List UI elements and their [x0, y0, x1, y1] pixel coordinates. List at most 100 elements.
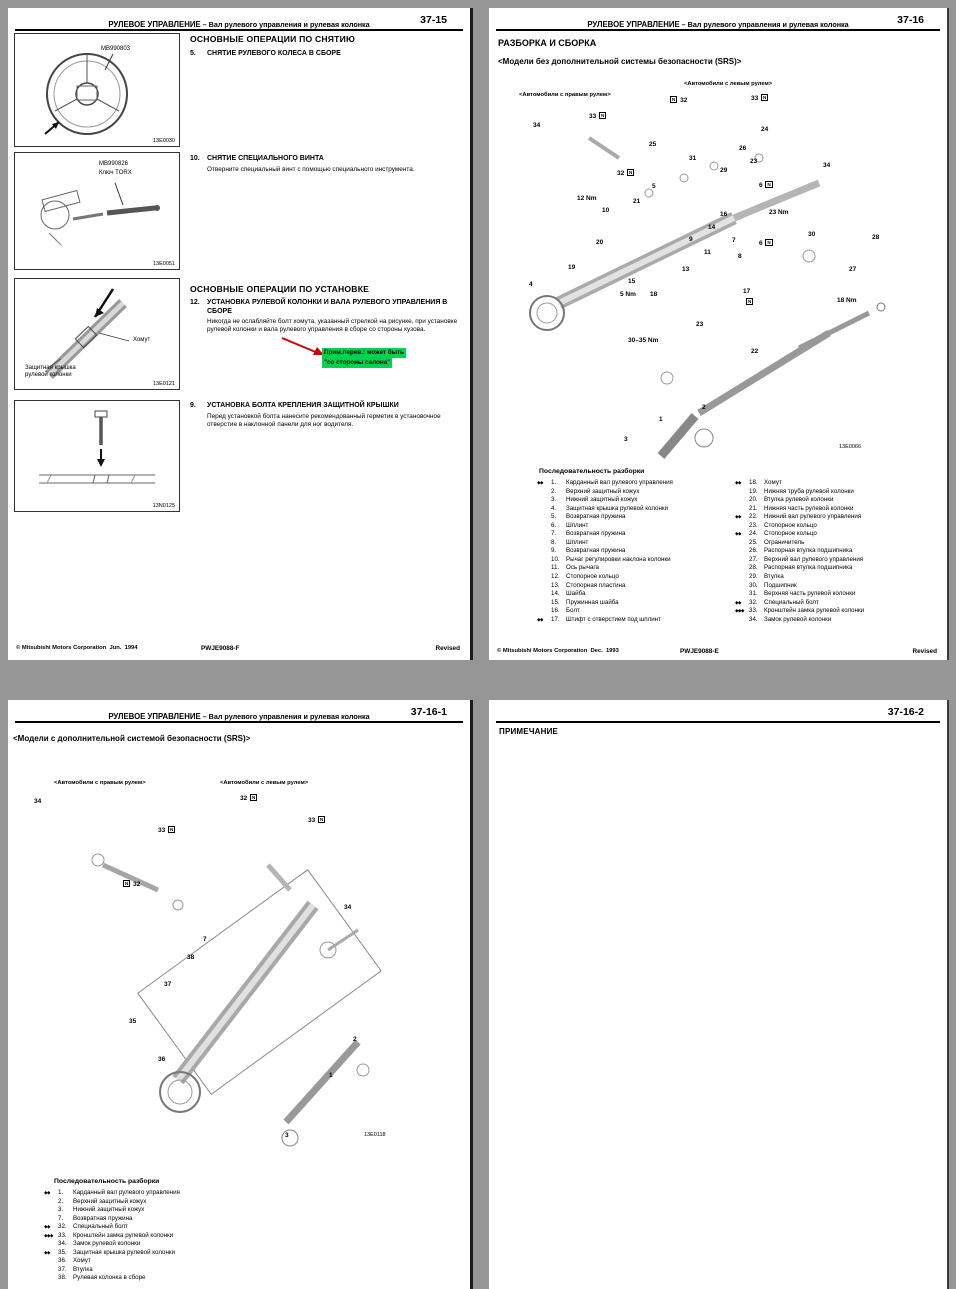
document-number: PWJE9088-F [201, 645, 240, 652]
part-callout: 2 [702, 404, 706, 411]
column-clamp-sketch [45, 288, 130, 379]
part-callout: 1 [329, 1072, 333, 1079]
part-callout: 20 [596, 239, 604, 246]
sequence-item: 3.Нижний защитный кожух [551, 496, 638, 504]
part-callout: 37 [164, 981, 172, 988]
page-header: РУЛЕВОЕ УПРАВЛЕНИЕ – Вал рулевого управл… [15, 706, 463, 723]
document-number: PWJE9088-E [680, 648, 719, 655]
part-callout: 7 [203, 936, 207, 943]
part-callout: 22 [751, 348, 759, 355]
part-callout: 19 [568, 264, 576, 271]
sequence-item: 30.Подшипник [749, 581, 797, 589]
sequence-item: 29.Втулка [749, 573, 784, 581]
part-callout: N [746, 298, 754, 305]
part-callout: 26 [739, 145, 747, 152]
sequence-item: 34.Замок рулевой колонки [749, 615, 832, 623]
part-callout: 24 [761, 126, 769, 133]
section-subtitle: – Вал рулевого управления и рулевая коло… [202, 20, 370, 29]
step-number: 12. [190, 299, 200, 306]
installation-operations-heading: ОСНОВНЫЕ ОПЕРАЦИИ ПО УСТАНОВКЕ [190, 284, 370, 294]
section-subtitle: – Вал рулевого управления и рулевая коло… [202, 712, 370, 721]
sequence-item: 38.Рулевая колонка в сборе [58, 1274, 146, 1282]
clamp-label: Хомут [133, 337, 151, 343]
part-callout: 8 [738, 253, 742, 260]
exploded-view-diagram-non-srs: <Автомобили с правым рулем><Автомобили с… [499, 78, 939, 460]
sequence-item: 10.Рычаг регулировки наклона колонки [551, 555, 671, 563]
bolt-sketch [39, 410, 155, 484]
part-callout: 10 [602, 207, 610, 214]
part-callout: 5 [652, 183, 656, 190]
translator-note-line1: Прим.перев.: может быть [322, 348, 406, 358]
part-callout: 7 [732, 237, 736, 244]
part-callout: 3 [624, 436, 628, 443]
step-number: 5. [190, 50, 196, 57]
sequence-item: ◆◆35.Защитная крышка рулевой колонки [44, 1248, 176, 1256]
part-callout: 15 [628, 278, 636, 285]
step-title: СНЯТИЕ СПЕЦИАЛЬНОГО ВИНТА [207, 155, 324, 162]
step-body: Никогда не ослабляйте болт хомута, указа… [207, 318, 458, 333]
page-header: РУЛЕВОЕ УПРАВЛЕНИЕ – Вал рулевого управл… [15, 14, 463, 31]
section-title: РУЛЕВОЕ УПРАВЛЕНИЕ [108, 712, 201, 721]
sequence-item: 12.Стопорное кольцо [551, 573, 619, 581]
translator-note-arrow [281, 337, 324, 355]
section-title: РУЛЕВОЕ УПРАВЛЕНИЕ [108, 20, 201, 29]
part-callout: 25 [649, 141, 657, 148]
part-callout: 34 [533, 122, 541, 129]
manual-page-37-16-1: РУЛЕВОЕ УПРАВЛЕНИЕ – Вал рулевого управл… [8, 700, 473, 1289]
page-number: 37-16 [893, 14, 924, 26]
step-install-column: 12.УСТАНОВКА РУЛЕВОЙ КОЛОНКИ И ВАЛА РУЛЕ… [190, 299, 464, 334]
sequence-item: 3.Нижний защитный кожух [58, 1206, 145, 1214]
page-header: 37-16-2 [496, 706, 940, 723]
sequence-item: 34.Замок рулевой колонки [58, 1240, 141, 1248]
part-callout: N 32 [123, 880, 141, 888]
part-callout: 21 [633, 198, 641, 205]
part-callout: 23 Nm [769, 209, 789, 216]
page-number: 37-15 [416, 14, 447, 26]
step-title: УСТАНОВКА БОЛТА КРЕПЛЕНИЯ ЗАЩИТНОЙ КРЫШК… [207, 402, 399, 409]
part-callout: 12 Nm [577, 195, 597, 202]
page-header-title: РУЛЕВОЕ УПРАВЛЕНИЕ – Вал рулевого управл… [108, 712, 369, 721]
tool-number-label: MB990803 [101, 46, 131, 52]
figure-steering-wheel: MB990803 13E0030 [14, 33, 180, 147]
figure-column-clamp: Хомут Защитная крышка рулевой колонки 13… [14, 278, 180, 390]
step-number: 10. [190, 155, 200, 162]
figure-code: 13N0125 [152, 503, 175, 509]
sequence-item: 23.Стопорное кольцо [749, 521, 817, 529]
part-callout: N 32 [670, 96, 688, 104]
sequence-item: 7.Возвратная пружина [58, 1214, 133, 1222]
part-callout: 34 [344, 904, 352, 911]
page-number: 37-16-1 [406, 706, 447, 718]
sequence-item: 27.Верхний вал рулевого управления [749, 555, 864, 563]
part-callout: 34 [34, 798, 42, 805]
sequence-item: ◆◆◆33.Кронштейн замка рулевой колонки [44, 1231, 174, 1239]
sequence-item: 16.Болт [551, 607, 580, 615]
part-callout: 1 [659, 416, 663, 423]
part-callout: 6 N [759, 239, 773, 247]
part-callout: 11 [704, 249, 711, 256]
copyright: © Mitsubishi Motors Corporation Dec. 199… [497, 648, 619, 654]
figure-cover-bolt: 13N0125 [14, 400, 180, 512]
sequence-item: ◆◆◆33.Кронштейн замка рулевой колонки [735, 607, 865, 615]
sequence-item: 2.Верхний защитный кожух [58, 1197, 147, 1205]
tool-number-label: MB990826 [99, 161, 129, 167]
step-body: Перед установкой болта нанесите рекоменд… [207, 412, 441, 428]
sequence-item: ◆◆32.Специальный болт [44, 1223, 128, 1231]
part-callout: 14 [708, 224, 716, 231]
sequence-item: 9.Возвратная пружина [551, 547, 626, 555]
sequence-item: 15.Пружинная шайба [551, 598, 619, 606]
variant-label-left-hand: <Автомобили с левым рулем> [220, 780, 309, 786]
figure-code: 13E0118 [364, 1132, 386, 1138]
part-callout: 27 [849, 266, 857, 273]
exploded-view-sketch [529, 136, 886, 459]
variant-label-right-hand: <Автомобили с правым рулем> [519, 92, 611, 98]
sequence-item: ◆◆22.Нижний вал рулевого управления [735, 513, 862, 521]
part-callout: 35 [129, 1018, 137, 1025]
sequence-item: 36.Хомут [58, 1257, 91, 1265]
manual-page-37-16-2: 37-16-2 ПРИМЕЧАНИЕ [489, 700, 949, 1289]
page-footer: © Mitsubishi Motors Corporation Dec. 199… [497, 648, 937, 658]
disassembly-assembly-heading: РАЗБОРКА И СБОРКА [498, 38, 597, 48]
exploded-view-diagram-srs: <Автомобили с правым рулем><Автомобили с… [28, 770, 448, 1160]
